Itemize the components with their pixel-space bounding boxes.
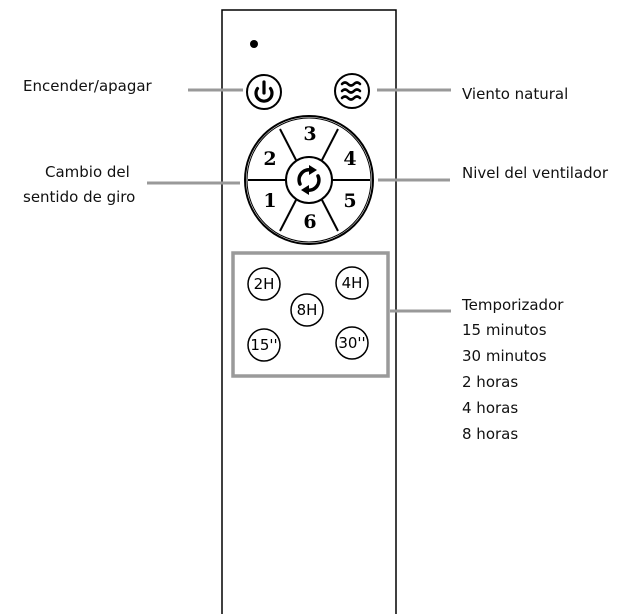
- timer-4h-label: 4H: [342, 274, 363, 292]
- timer-buttons: [247, 266, 369, 362]
- timer-option: 4 horas: [462, 399, 519, 417]
- speed-4-button[interactable]: 4: [343, 148, 356, 170]
- timer-option: 30 minutos: [462, 347, 547, 365]
- timer-15-label: 15'': [250, 336, 277, 354]
- wind-icon: [340, 81, 362, 101]
- timer-2h-button[interactable]: [247, 267, 281, 301]
- direction-label-line1: Cambio del: [45, 163, 130, 181]
- timer-2h-label: 2H: [254, 275, 275, 293]
- fan-level-label: Nivel del ventilador: [462, 164, 609, 182]
- reverse-icon: [297, 165, 321, 195]
- speed-3-button[interactable]: 3: [303, 123, 316, 145]
- natural-wind-button[interactable]: [334, 73, 370, 109]
- power-label: Encender/apagar: [23, 77, 152, 95]
- timer-4h-button[interactable]: [335, 266, 369, 300]
- timer-frame: [231, 251, 390, 378]
- natural-wind-label: Viento natural: [462, 85, 569, 103]
- power-icon: [254, 80, 274, 103]
- timer-option: 15 minutos: [462, 321, 547, 339]
- timer-title: Temporizador: [462, 296, 564, 314]
- timer-8h-button[interactable]: [290, 293, 324, 327]
- timer-30-button[interactable]: [335, 326, 369, 360]
- reverse-button[interactable]: [285, 156, 333, 204]
- speed-6-button[interactable]: 6: [303, 211, 316, 233]
- ir-led: [250, 40, 258, 48]
- speed-2-button[interactable]: 2: [263, 148, 276, 170]
- power-button[interactable]: [246, 74, 282, 110]
- timer-30-label: 30'': [338, 334, 365, 352]
- timer-option: 8 horas: [462, 425, 519, 443]
- direction-label-line2: sentido de giro: [23, 188, 136, 206]
- speed-1-button[interactable]: 1: [263, 190, 276, 212]
- timer-option: 2 horas: [462, 373, 519, 391]
- timer-8h-label: 8H: [297, 301, 318, 319]
- speed-5-button[interactable]: 5: [343, 190, 356, 212]
- timer-15-button[interactable]: [247, 328, 281, 362]
